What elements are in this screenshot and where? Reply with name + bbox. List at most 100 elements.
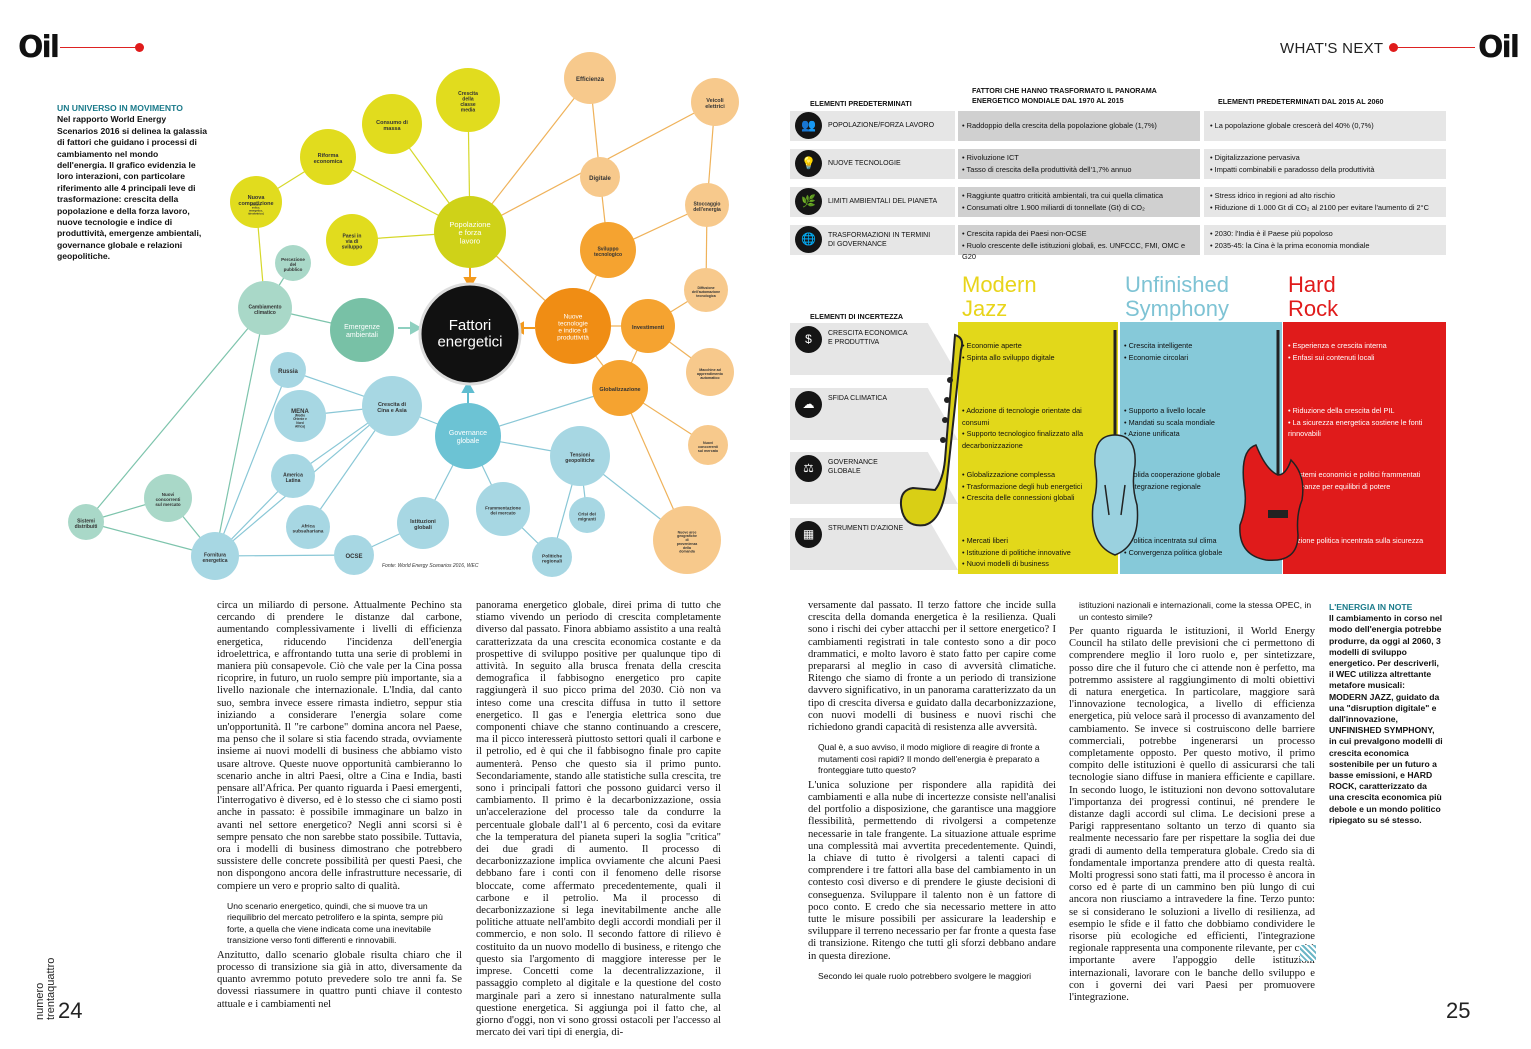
col3-quote2: Secondo lei quale ruolo potrebbero svolg…	[818, 970, 1032, 981]
header-rule-right	[1397, 47, 1475, 48]
row-past-item: Consumati oltre 1.900 miliardi di tonnel…	[962, 202, 1197, 214]
unc-rock-item: Riduzione della crescita del PIL	[1288, 405, 1443, 417]
hdr-1970-2015: FATTORI CHE HANNO TRASFORMATO IL PANORAM…	[972, 86, 1157, 105]
unc-label: GOVERNANCE GLOBALE	[828, 459, 878, 475]
lbl-digitale: Digitale	[589, 176, 611, 182]
header-rule-left	[60, 47, 136, 48]
unc-sym: Politica incentrata sul climaConvergenza…	[1124, 535, 1249, 558]
row-past-item: Rivoluzione ICT	[962, 152, 1197, 164]
row-past: Rivoluzione ICTTasso di crescita della p…	[962, 152, 1197, 175]
unc-rock: Azione politica incentrata sulla sicurez…	[1288, 535, 1443, 547]
col3-p2: L'unica soluzione per rispondere alla ra…	[808, 779, 1056, 962]
issue-label: numero trentaquattro	[34, 957, 57, 1020]
row-icon: 👥	[795, 112, 822, 139]
sidebar-right: L'ENERGIA IN NOTE Il cambiamento in cors…	[1329, 602, 1444, 826]
row-past: Crescita rapida dei Paesi non-OCSERuolo …	[962, 228, 1197, 263]
end-mark	[1300, 945, 1316, 961]
row-label: NUOVE TECNOLOGIE	[828, 160, 901, 167]
hdr-2015-2060: ELEMENTI PREDETERMINATI DAL 2015 AL 2060	[1218, 97, 1384, 106]
header-dot-left	[135, 43, 144, 52]
unc-jazz: Economie aperteSpinta allo sviluppo digi…	[962, 340, 1087, 363]
scen-sym-l1: Unfinished	[1125, 272, 1229, 297]
text-col-2: panorama energetico globale, direi prima…	[476, 600, 721, 1042]
nodes-env	[68, 245, 394, 540]
row-icon: 🌿	[795, 188, 822, 215]
unc-jazz-item: Crescita delle connessioni globali	[962, 492, 1087, 504]
unc-rock-item: Sistemi economici e politici frammentati	[1288, 469, 1443, 481]
row-past-item: Raddoppio della crescita della popolazio…	[962, 120, 1197, 132]
unc-jazz-item: Economie aperte	[962, 340, 1087, 352]
row-future: Stress idrico in regioni ad alto rischio…	[1210, 190, 1444, 213]
unc-jazz-item: Mercati liberi	[962, 535, 1087, 547]
row-past: Raddoppio della crescita della popolazio…	[962, 120, 1197, 132]
intro-body: Nel rapporto World Energy Scenarios 2016…	[57, 114, 208, 262]
header-dot-right	[1389, 43, 1398, 52]
scen-rock-l1: Hard	[1288, 272, 1336, 297]
row-past-item: Crescita rapida dei Paesi non-OCSE	[962, 228, 1197, 240]
text-col-3: versamente dal passato. Il terzo fattore…	[808, 600, 1056, 985]
diagram-source: Fonte: World Energy Scenarios 2016, WEC	[382, 563, 479, 569]
row-future: Digitalizzazione pervasivaImpatti combin…	[1210, 152, 1444, 175]
nodes-pop	[230, 68, 506, 268]
unc-sym-item: Mandati su scala mondiale	[1124, 417, 1249, 429]
col4-quote: istituzioni nazionali e internazionali, …	[1079, 600, 1312, 622]
text-col-1: circa un miliardo di persone. Attualment…	[217, 600, 462, 1014]
row-future-item: 2030: l'India è il Paese più popoloso	[1210, 228, 1444, 240]
row-future: 2030: l'India è il Paese più popoloso203…	[1210, 228, 1444, 251]
unc-label: CRESCITA ECONOMICA E PRODUTTIVA	[828, 330, 908, 346]
unc-icon: ⚖	[795, 455, 822, 482]
row-past-item: Ruolo crescente delle istituzioni global…	[962, 240, 1197, 263]
sidebar-right-title: L'ENERGIA IN NOTE	[1329, 602, 1413, 612]
row-past-item: Raggiunte quattro criticità ambientali, …	[962, 190, 1197, 202]
unc-rock-item: Enfasi sui contenuti locali	[1288, 352, 1443, 364]
unc-sym-item: Integrazione regionale	[1124, 481, 1249, 493]
unc-sym-item: Solida cooperazione globale	[1124, 469, 1249, 481]
logo-left: Oil	[18, 30, 60, 65]
unc-sym-item: Azione unificata	[1124, 428, 1249, 440]
row-future-item: Digitalizzazione pervasiva	[1210, 152, 1444, 164]
band-rock	[1283, 322, 1446, 574]
unc-jazz-item: Globalizzazione complessa	[962, 469, 1087, 481]
row-label: POPOLAZIONE/FORZA LAVORO	[828, 122, 935, 129]
unc-rock-item: Esperienza e crescita interna	[1288, 340, 1443, 352]
lbl-efficienza: Efficienza	[576, 77, 605, 83]
unc-jazz-item: Trasformazione degli hub energetici	[962, 481, 1087, 493]
row-future-item: Impatti combinabili e paradosso della pr…	[1210, 164, 1444, 176]
row-past-item: Tasso di crescita della produttività del…	[962, 164, 1197, 176]
unc-sym: Solida cooperazione globaleIntegrazione …	[1124, 469, 1249, 492]
row-label: LIMITI AMBIENTALI DEL PIANETA	[828, 198, 938, 205]
unc-rock-item: Alleanze per equilibri di potere	[1288, 481, 1443, 493]
row-future-item: Stress idrico in regioni ad alto rischio	[1210, 190, 1444, 202]
unc-jazz: Adozione di tecnologie orientate dai con…	[962, 405, 1087, 451]
nodes-gov	[191, 352, 610, 580]
col4-p1: Per quanto riguarda le istituzioni, il W…	[1069, 626, 1315, 1004]
col3-quote: Qual è, a suo avviso, il modo migliore d…	[818, 742, 1040, 776]
col2-p1: panorama energetico globale, direi prima…	[476, 600, 721, 1039]
unc-rock: Esperienza e crescita internaEnfasi sui …	[1288, 340, 1443, 363]
col3-p1: versamente dal passato. Il terzo fattore…	[808, 600, 1056, 734]
intro-title: UN UNIVERSO IN MOVIMENTO	[57, 103, 183, 113]
row-future-item: 2035-45: la Cina è la prima economia mon…	[1210, 240, 1444, 252]
unc-jazz: Globalizzazione complessaTrasformazione …	[962, 469, 1087, 504]
lbl-globalizzazione: Globalizzazione	[599, 387, 640, 393]
col1-p1: circa un miliardo di persone. Attualment…	[217, 600, 462, 892]
scen-rock-l2: Rock	[1288, 296, 1339, 321]
row-label: TRASFORMAZIONI IN TERMINI DI GOVERNANCE	[828, 232, 931, 248]
